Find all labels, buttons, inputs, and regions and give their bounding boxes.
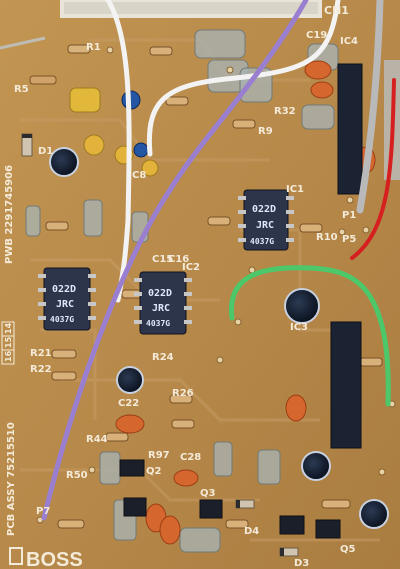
solder-pads: [36, 46, 396, 524]
box-15: 15: [4, 336, 13, 348]
electrolytic-capacitors: [49, 147, 389, 529]
box-16: 16: [4, 350, 13, 362]
label-r24: R24: [152, 352, 174, 363]
wire-green: [228, 265, 391, 407]
connector-cn1: [60, 0, 322, 18]
label-q2: Q2: [146, 466, 162, 477]
label-d4: D4: [244, 526, 259, 537]
label-r50: R50: [66, 470, 88, 481]
wire-purple: [41, 0, 309, 521]
label-c15: C15: [152, 254, 173, 265]
label-r21: R21: [30, 348, 52, 359]
label-r26: R26: [172, 388, 194, 399]
ic-mid-line3: 4037G: [146, 319, 170, 328]
label-q3: Q3: [200, 488, 216, 499]
ic-chips: [38, 189, 294, 335]
ic-mid-line1: 022D: [148, 288, 172, 299]
label-ic4: IC4: [340, 36, 358, 47]
label-pcb-assy: PCB ASSY 75215510: [6, 422, 17, 536]
label-r10: R10: [316, 232, 338, 243]
wire-white-left: [105, 0, 132, 303]
label-r32: R32: [274, 106, 296, 117]
resistors: [29, 44, 383, 529]
ic-left-line1: 022D: [52, 284, 76, 295]
label-r44: R44: [86, 434, 108, 445]
diodes: [21, 133, 299, 557]
label-p1: P1: [342, 210, 356, 221]
ic-left-line2: JRC: [56, 299, 74, 310]
label-p5: P5: [342, 234, 356, 245]
ic-mid-line2: JRC: [152, 303, 170, 314]
brand-boss: BOSS: [26, 549, 83, 569]
box-14: 14: [4, 322, 13, 334]
label-c16: C16: [168, 254, 189, 265]
label-r5: R5: [14, 84, 29, 95]
label-q5: Q5: [340, 544, 356, 555]
label-d1: D1: [38, 146, 53, 157]
label-pwb: PWB 2291745906: [4, 165, 15, 264]
wire-red: [350, 78, 396, 260]
wire-gray-left: [0, 36, 46, 50]
label-c8: C8: [132, 170, 146, 181]
wire-white-right: [146, 0, 341, 157]
label-d3: D3: [294, 558, 309, 569]
label-ic1: IC1: [286, 184, 304, 195]
boss-logo: BOSS: [9, 547, 83, 569]
label-p7: P7: [36, 506, 50, 517]
ic-left-chip: [38, 267, 96, 331]
ic1-line1: 022D: [252, 204, 276, 215]
box-numbers: 14 15 16: [1, 321, 15, 365]
label-c19: C19: [306, 30, 327, 41]
label-r97: R97: [148, 450, 170, 461]
label-r22: R22: [30, 364, 52, 375]
regulators: [330, 60, 400, 449]
label-cn1: CN1: [324, 4, 349, 17]
ic-left-line3: 4037G: [50, 315, 74, 324]
label-r1: R1: [86, 42, 101, 53]
label-r9: R9: [258, 126, 273, 137]
ic-mid-chip: [134, 271, 192, 335]
label-ic3: IC3: [290, 322, 308, 333]
wires: [41, 0, 396, 521]
label-c22: C22: [118, 398, 139, 409]
label-ic2: IC2: [182, 262, 200, 273]
tantalum-capacitors: [69, 87, 159, 177]
ic1-line2: JRC: [256, 220, 274, 231]
label-c28: C28: [180, 452, 201, 463]
wire-gray: [356, 0, 384, 214]
transistors: [119, 459, 341, 539]
ic1-chip: [238, 189, 294, 251]
ic1-line3: 4037G: [250, 237, 274, 246]
ceramic-capacitors: [115, 60, 376, 545]
